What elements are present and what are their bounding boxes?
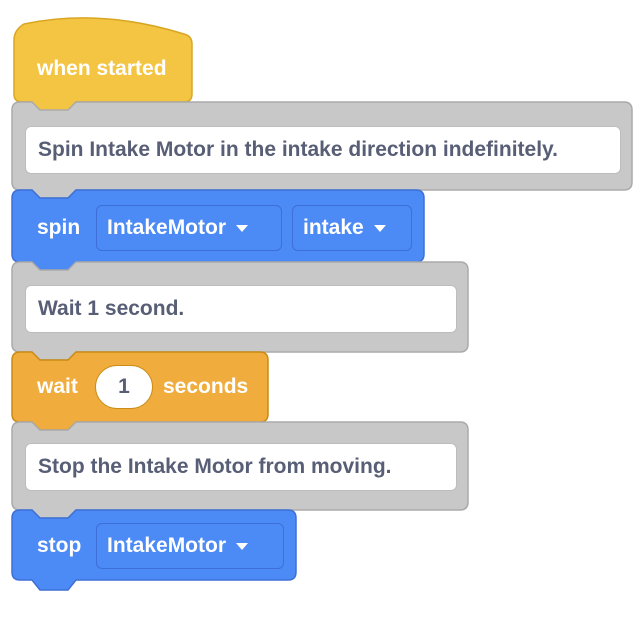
comment-1-text[interactable]: Spin Intake Motor in the intake directio… (25, 126, 621, 174)
chevron-down-icon (373, 224, 386, 232)
wait-unit-label: seconds (163, 375, 249, 398)
spin-motor-value: IntakeMotor (107, 216, 227, 239)
spin-label[interactable]: spin (37, 216, 81, 239)
comment-2-text[interactable]: Wait 1 second. (25, 285, 457, 333)
comment-3-text[interactable]: Stop the Intake Motor from moving. (25, 443, 457, 491)
spin-motor-dropdown[interactable]: IntakeMotor (96, 205, 282, 251)
stop-motor-value: IntakeMotor (107, 534, 227, 557)
spin-direction-value: intake (303, 216, 364, 239)
wait-label[interactable]: wait (37, 375, 78, 398)
stop-motor-dropdown[interactable]: IntakeMotor (96, 523, 284, 569)
spin-direction-dropdown[interactable]: intake (292, 205, 412, 251)
when-started-label[interactable]: when started (37, 57, 167, 80)
stop-label[interactable]: stop (37, 534, 82, 557)
wait-seconds-input[interactable]: 1 (95, 365, 153, 409)
chevron-down-icon (236, 224, 249, 232)
chevron-down-icon (236, 542, 249, 550)
